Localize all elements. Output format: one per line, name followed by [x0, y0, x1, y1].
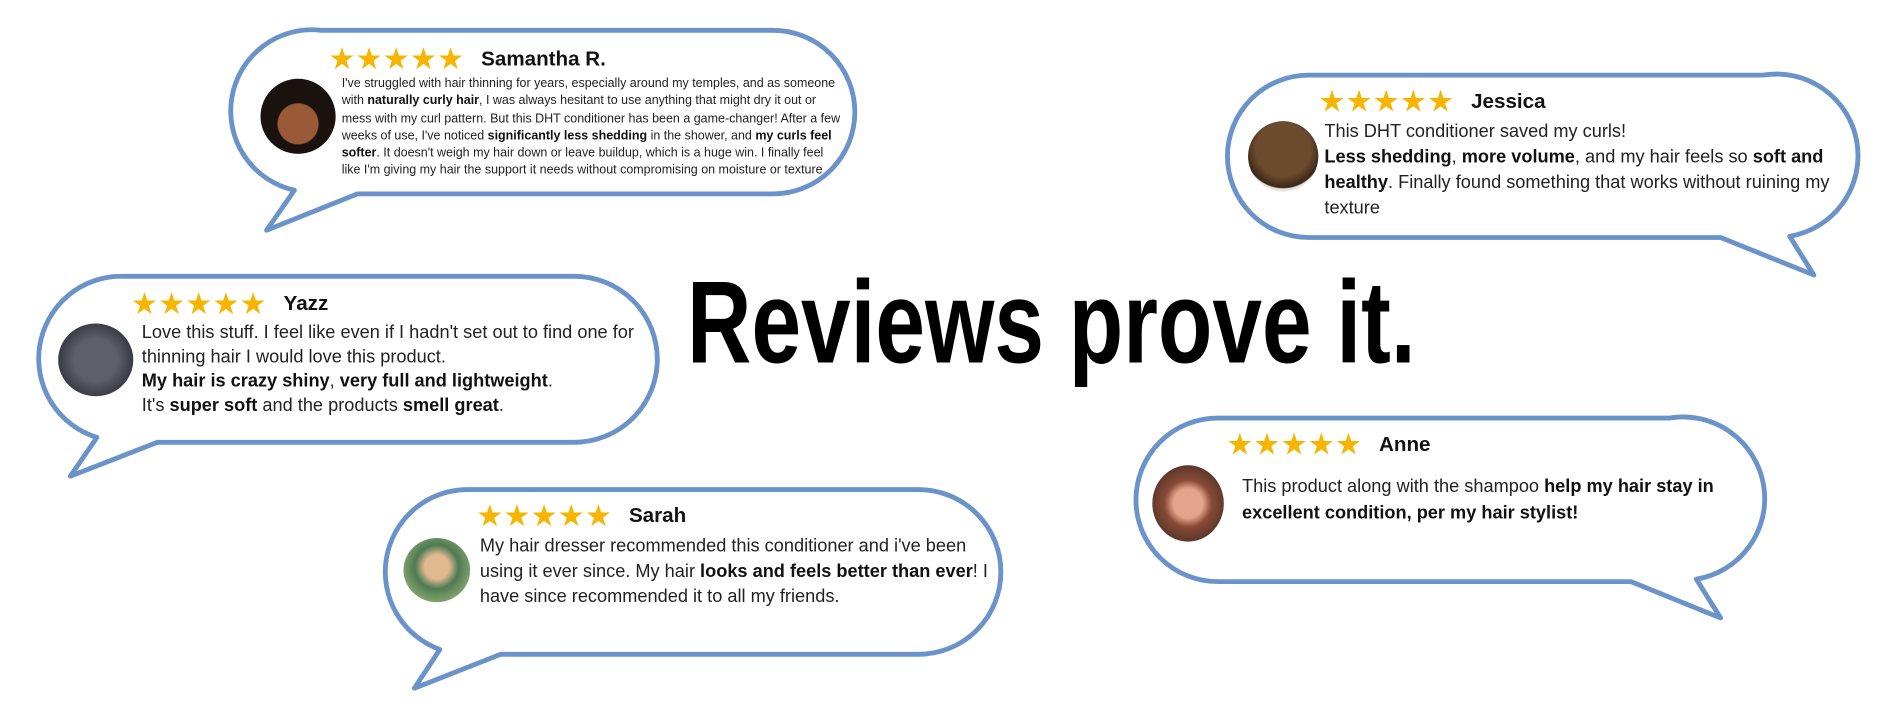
review-body: This product along with the shampoo help…: [1152, 462, 1746, 542]
review-body: Love this stuff. I feel like even if I h…: [58, 321, 652, 418]
avatar: [260, 78, 336, 154]
review-text: My hair dresser recommended this conditi…: [479, 535, 988, 608]
reviewer-name: Anne: [1378, 432, 1431, 456]
star-rating-icon: ★★★★★: [1226, 426, 1363, 462]
review-text: This DHT conditioner saved my curls!Less…: [1324, 121, 1830, 219]
review-card: ★★★★★ Sarah My hair dresser recommended …: [403, 499, 997, 609]
reviewer-name: Samantha R.: [481, 47, 606, 71]
avatar: [403, 537, 471, 603]
star-rating-icon: ★★★★★: [476, 498, 612, 534]
review-body: This DHT conditioner saved my curls!Less…: [1248, 119, 1842, 221]
review-card: ★★★★★ Anne This product along with the s…: [1152, 426, 1746, 542]
bubble-jessica: [1225, 71, 1861, 278]
star-rating-icon: ★★★★★: [1318, 83, 1455, 119]
bubble-yazz: [36, 273, 660, 479]
review-text: I've struggled with hair thinning for ye…: [341, 77, 841, 178]
reviewer-name: Yazz: [283, 292, 329, 316]
review-header: ★★★★★ Anne: [1226, 426, 1746, 462]
page-title: Reviews prove it.: [687, 258, 1416, 388]
reviewer-name: Jessica: [1471, 89, 1546, 113]
review-header: ★★★★★ Yazz: [131, 287, 652, 321]
review-body: I've struggled with hair thinning for ye…: [260, 76, 843, 180]
review-card: ★★★★★ Samantha R. I've struggled with ha…: [260, 42, 843, 180]
review-text: Love this stuff. I feel like even if I h…: [141, 322, 634, 416]
star-rating-icon: ★★★★★: [328, 41, 465, 77]
review-header: ★★★★★ Sarah: [476, 499, 997, 533]
avatar: [1248, 121, 1319, 192]
review-card: ★★★★★ Yazz Love this stuff. I feel like …: [58, 287, 652, 418]
bubble-anne: [1133, 414, 1768, 621]
avatar: [58, 323, 134, 397]
review-body: My hair dresser recommended this conditi…: [403, 533, 997, 609]
review-header: ★★★★★ Jessica: [1318, 83, 1841, 119]
reviewer-name: Sarah: [628, 504, 687, 528]
bubble-samantha: [228, 27, 858, 233]
review-header: ★★★★★ Samantha R.: [328, 42, 842, 76]
bubble-sarah: [382, 487, 1004, 691]
avatar: [1152, 465, 1224, 542]
review-text: This product along with the shampoo help…: [1241, 476, 1714, 524]
star-rating-icon: ★★★★★: [130, 285, 267, 322]
review-card: ★★★★★ Jessica This DHT conditioner saved…: [1248, 83, 1842, 221]
